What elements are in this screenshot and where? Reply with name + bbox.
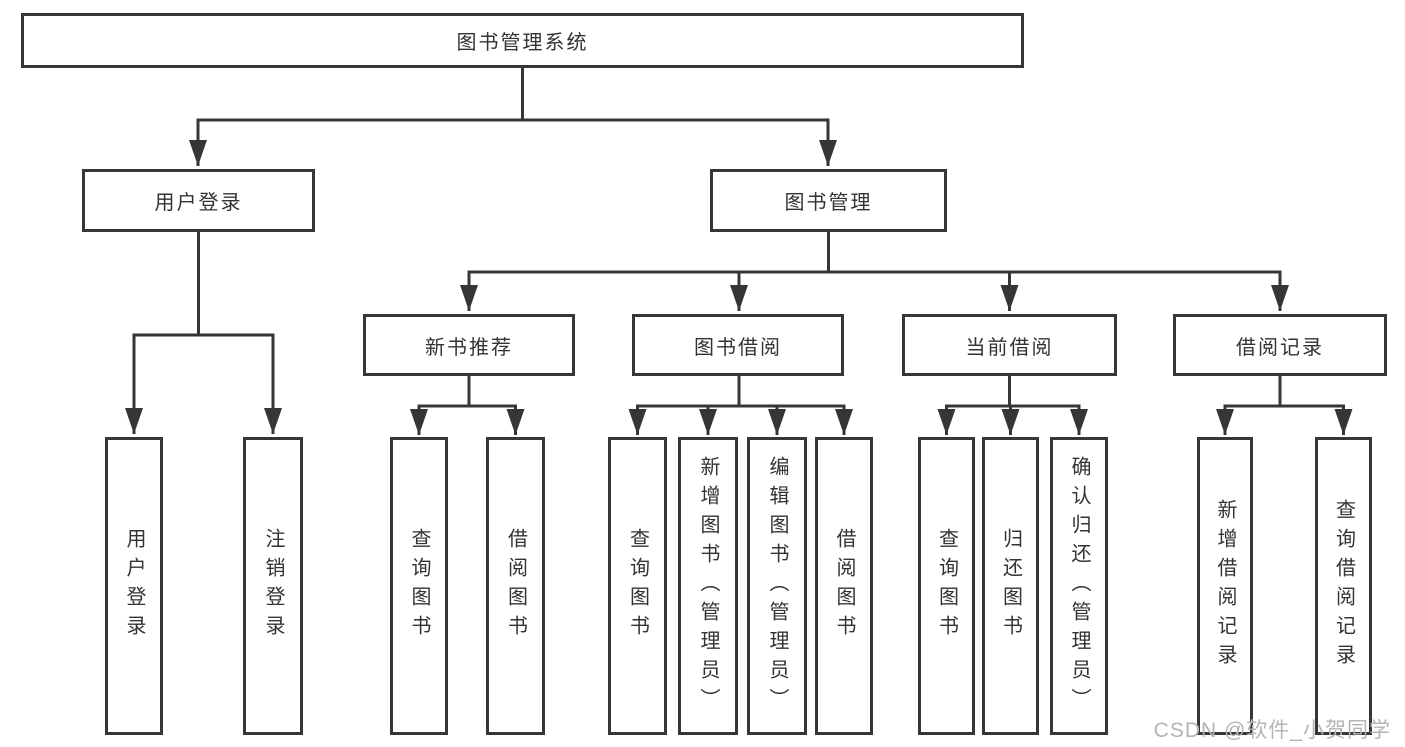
node-label: 借阅图书 (833, 528, 855, 644)
node-label: 编辑图书（管理员） (766, 455, 788, 717)
node-label: 查询图书 (935, 528, 958, 644)
leaf-borrow-books-recommend: 借阅图书 (486, 437, 545, 735)
node-current-borrowing: 当前借阅 (902, 314, 1117, 376)
node-book-management: 图书管理 (710, 169, 947, 232)
node-label: 确认归还（管理员） (1068, 455, 1090, 717)
node-label: 用户登录 (154, 192, 243, 214)
node-label: 查询图书 (408, 528, 430, 644)
leaf-query-borrow-record: 查询借阅记录 (1315, 437, 1372, 735)
node-user-login: 用户登录 (82, 169, 315, 232)
node-book-borrowing: 图书借阅 (632, 314, 844, 376)
node-new-book-recommendation: 新书推荐 (363, 314, 575, 376)
node-label: 借阅记录 (1236, 336, 1324, 359)
node-borrowing-records: 借阅记录 (1173, 314, 1387, 376)
node-label: 图书管理 (784, 192, 873, 214)
node-label: 当前借阅 (965, 336, 1054, 359)
leaf-query-books-borrowing: 查询图书 (608, 437, 667, 735)
leaf-confirm-return-admin: 确认归还（管理员） (1050, 437, 1108, 735)
node-label: 图书管理系统 (456, 32, 589, 54)
node-label: 查询借阅记录 (1332, 499, 1355, 673)
connector-book-mgmt-trunk (467, 232, 1282, 274)
connector-new-book-trunk (417, 376, 517, 408)
leaf-edit-books-admin: 编辑图书（管理员） (747, 437, 807, 735)
connector-book-borrow-trunk (636, 376, 846, 408)
leaf-borrow-books-borrowing: 借阅图书 (815, 437, 873, 735)
node-library-management-system: 图书管理系统 (21, 13, 1024, 68)
leaf-user-login: 用户登录 (105, 437, 163, 735)
node-label: 新书推荐 (425, 336, 513, 359)
node-label: 归还图书 (999, 528, 1022, 644)
leaf-add-books-admin: 新增图书（管理员） (678, 437, 738, 735)
node-label: 图书借阅 (694, 336, 782, 359)
node-label: 注销登录 (262, 528, 284, 644)
leaf-add-borrow-record: 新增借阅记录 (1197, 437, 1253, 735)
csdn-watermark: CSDN @软件_小贺同学 (1153, 719, 1391, 742)
connector-current-borrow-trunk (945, 376, 1081, 408)
connector-borrow-records-trunk (1223, 376, 1345, 408)
leaf-logout: 注销登录 (243, 437, 303, 735)
connector-root-trunk (196, 68, 830, 122)
node-label: 新增图书（管理员） (697, 455, 719, 717)
node-label: 查询图书 (626, 528, 649, 644)
leaf-query-books-recommend: 查询图书 (390, 437, 448, 735)
leaf-return-books: 归还图书 (982, 437, 1039, 735)
connector-user-login-trunk (132, 232, 275, 337)
node-label: 用户登录 (123, 528, 145, 644)
leaf-query-books-current: 查询图书 (918, 437, 975, 735)
node-label: 借阅图书 (504, 528, 527, 644)
node-label: 新增借阅记录 (1214, 499, 1236, 673)
